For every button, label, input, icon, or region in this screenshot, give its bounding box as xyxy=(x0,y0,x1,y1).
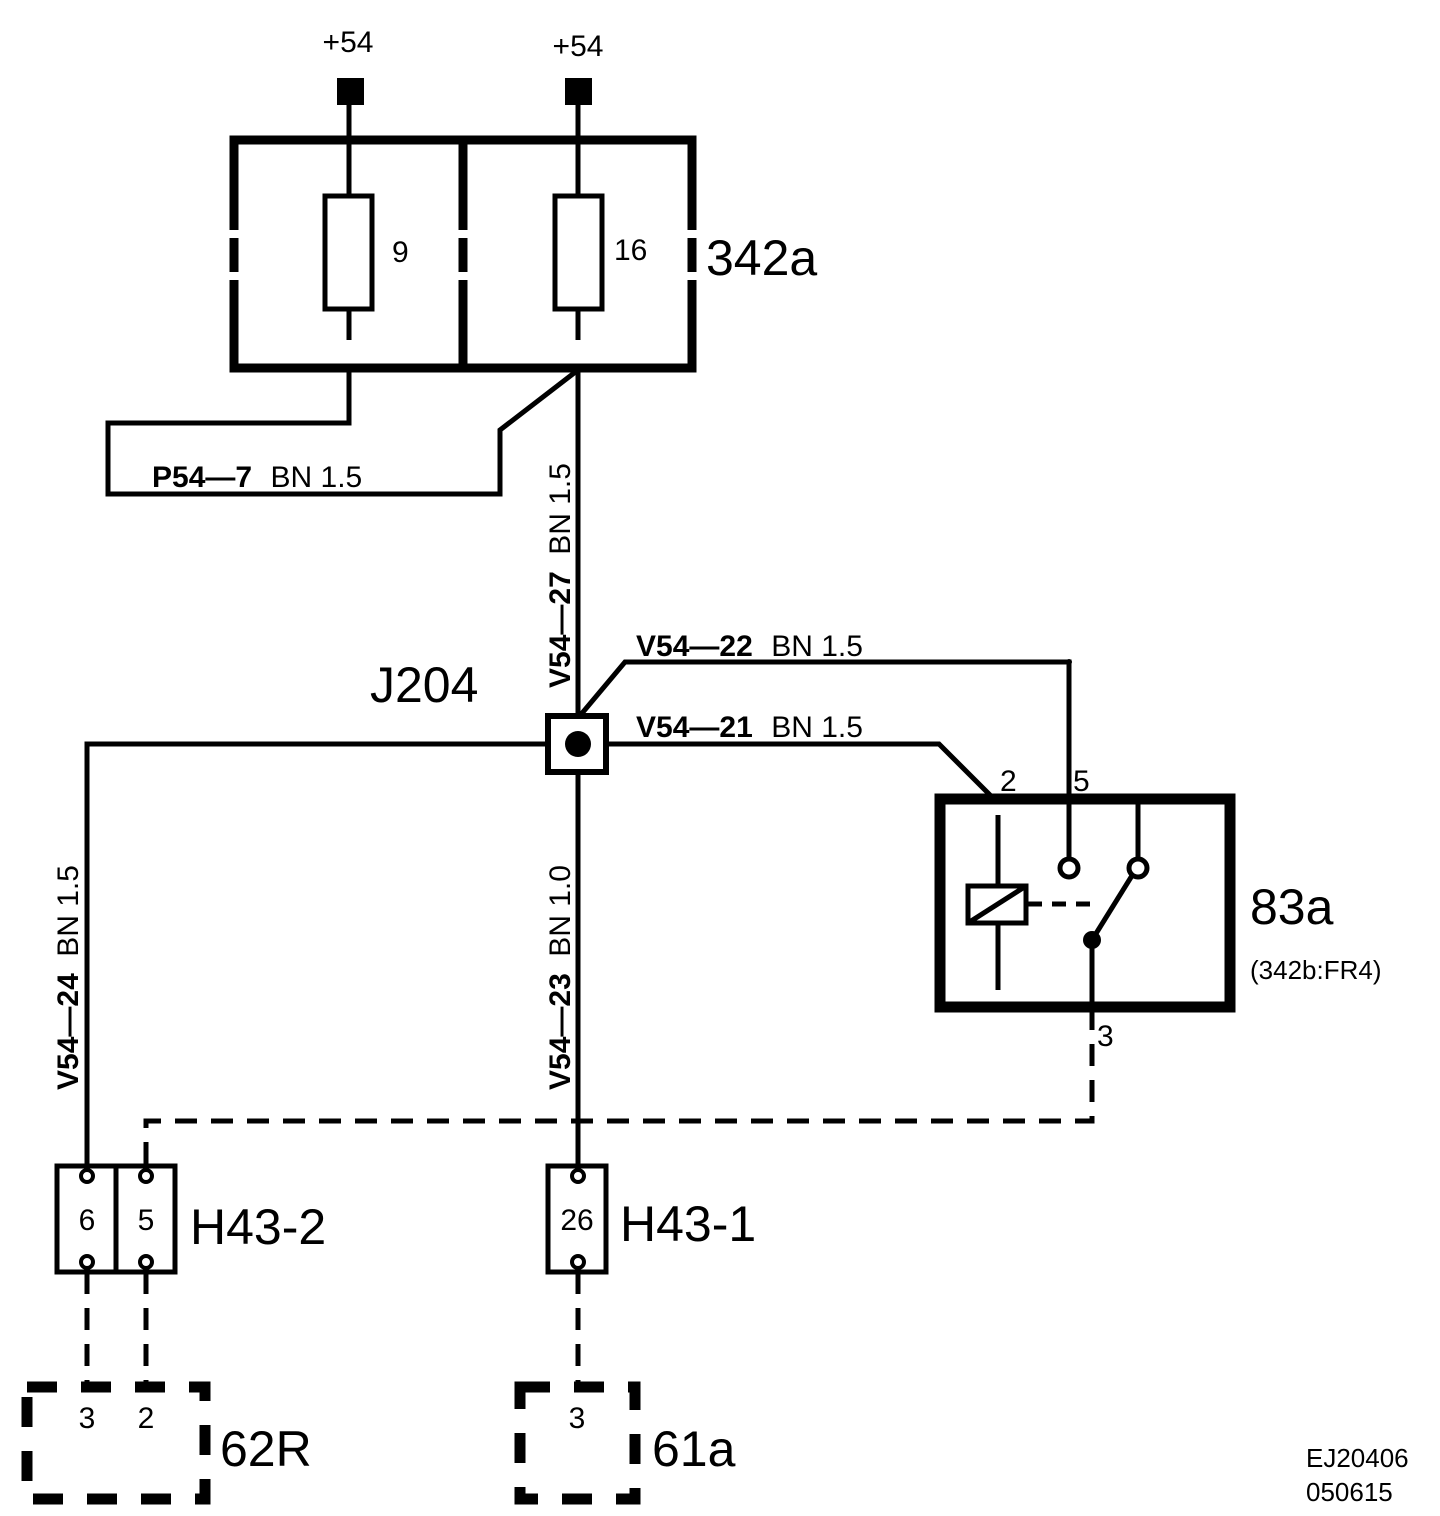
drawing-number: EJ20406 xyxy=(1306,1443,1409,1473)
component-62r: 3 2 62R xyxy=(21,1381,312,1505)
drawing-date: 050615 xyxy=(1306,1477,1393,1507)
wire-p54-7-code: P54—7 xyxy=(152,461,252,494)
wire-v54-22: V54—22 BN 1.5 xyxy=(576,630,1072,858)
wire-v54-27-code: V54—27 xyxy=(544,571,577,688)
connector-h43-1: 26 H43-1 xyxy=(545,1163,756,1275)
supply-terminal-right: +54 xyxy=(553,30,604,140)
component-61a: 3 61a xyxy=(514,1381,736,1505)
61a-label: 61a xyxy=(652,1421,736,1477)
junction-label: J204 xyxy=(370,657,478,713)
svg-text:V54—27 BN 1.5: V54—27 BN 1.5 xyxy=(544,463,577,688)
fuse-16-label: 16 xyxy=(614,234,647,267)
svg-text:V54—24 BN 1.5: V54—24 BN 1.5 xyxy=(52,865,85,1090)
wire-v54-21: V54—21 BN 1.5 xyxy=(606,711,996,801)
61a-pin-3: 3 xyxy=(569,1402,586,1435)
supply-terminal-left: +54 xyxy=(323,26,374,140)
connector-h43-2: 6 5 H43-2 xyxy=(54,1163,326,1275)
svg-text:V54—22 BN 1.5: V54—22 BN 1.5 xyxy=(636,630,863,663)
62r-pin-2: 2 xyxy=(138,1402,155,1435)
62r-label: 62R xyxy=(220,1421,312,1477)
wire-v54-24-spec: BN 1.5 xyxy=(52,865,85,957)
junction-j204: J204 xyxy=(370,657,609,775)
wire-v54-27-spec: BN 1.5 xyxy=(544,463,577,555)
fuse-box-label: 342a xyxy=(706,230,817,286)
wire-v54-27: V54—27 BN 1.5 xyxy=(544,368,581,716)
wire-v54-23-spec: BN 1.0 xyxy=(544,865,577,957)
svg-text:P54—7 BN 1.5: P54—7 BN 1.5 xyxy=(152,461,362,494)
wire-v54-23: V54—23 BN 1.0 xyxy=(544,772,581,1166)
relay-pin-3: 3 xyxy=(1097,1020,1114,1053)
wire-v54-24: V54—24 BN 1.5 xyxy=(52,741,548,1166)
fuse-9-label: 9 xyxy=(392,236,409,269)
h43-1-pin-26: 26 xyxy=(560,1204,593,1237)
relay-label: 83a xyxy=(1250,879,1334,935)
supply-label-right: +54 xyxy=(553,30,604,63)
h43-2-pin-5: 5 xyxy=(138,1204,155,1237)
fuse-16: 16 xyxy=(552,140,647,340)
dashed-wire-relay-to-h43-2 xyxy=(143,1008,1095,1166)
h43-2-label: H43-2 xyxy=(190,1199,326,1255)
relay-pin-2: 2 xyxy=(1000,765,1017,798)
wire-v54-21-code: V54—21 xyxy=(636,711,753,744)
wire-v54-22-code: V54—22 xyxy=(636,630,753,663)
wire-v54-21-spec: BN 1.5 xyxy=(771,711,863,744)
svg-text:V54—21 BN 1.5: V54—21 BN 1.5 xyxy=(636,711,863,744)
wire-v54-23-code: V54—23 xyxy=(544,973,577,1090)
fuse-box-342a: 342a 9 16 xyxy=(229,135,817,373)
h43-2-pin-6: 6 xyxy=(79,1204,96,1237)
h43-1-label: H43-1 xyxy=(620,1196,756,1252)
wire-v54-24-code: V54—24 xyxy=(52,973,85,1090)
wire-p54-7: P54—7 BN 1.5 xyxy=(105,368,580,497)
fuse-9: 9 xyxy=(322,140,409,340)
drawing-reference: EJ20406 050615 xyxy=(1306,1443,1409,1507)
wire-v54-22-spec: BN 1.5 xyxy=(771,630,863,663)
62r-pin-3: 3 xyxy=(79,1402,96,1435)
relay-pin-5: 5 xyxy=(1073,765,1090,798)
svg-text:V54—23 BN 1.0: V54—23 BN 1.0 xyxy=(544,865,577,1090)
relay-location: (342b:FR4) xyxy=(1250,955,1382,985)
wire-p54-7-spec: BN 1.5 xyxy=(271,461,363,494)
relay-83a: 2 5 3 83a (342b:FR4) xyxy=(934,765,1382,1053)
supply-label-left: +54 xyxy=(323,26,374,59)
dashed-wire-h43-2-to-62r xyxy=(84,1272,149,1385)
